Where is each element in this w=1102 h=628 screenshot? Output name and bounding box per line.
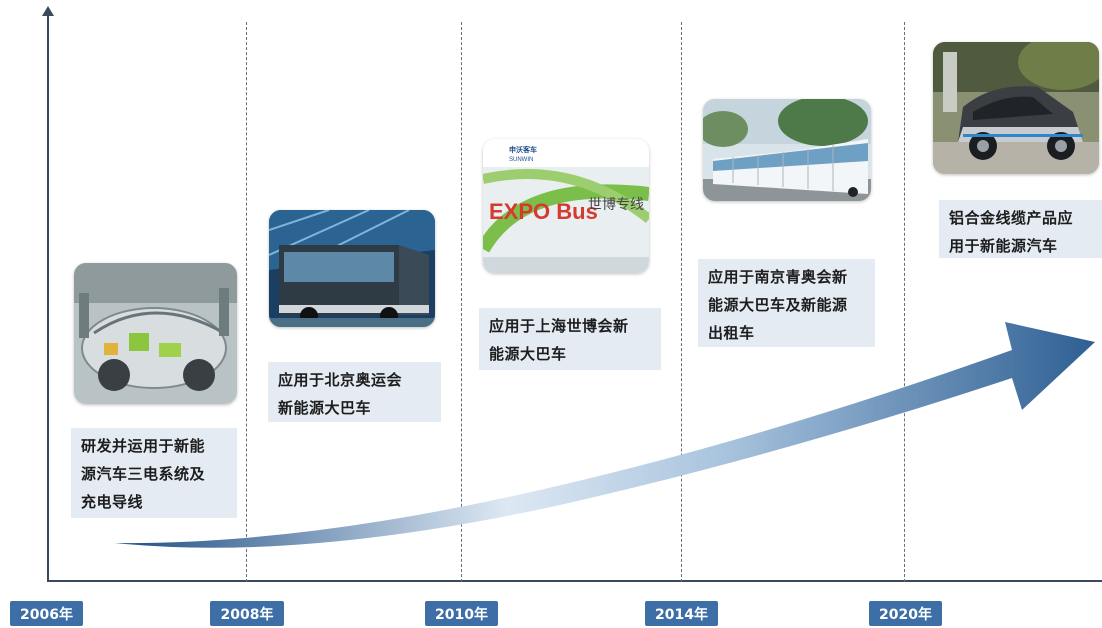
milestone-card-2010: 应用于上海世博会新 能源大巴车: [479, 308, 661, 370]
bmw-i3-photo: [933, 42, 1099, 174]
milestone-text-line: 能源大巴车及新能源: [708, 296, 848, 314]
milestone-text-line: 能源大巴车: [489, 345, 567, 363]
year-badge-2008: 2008年: [210, 601, 284, 626]
milestone-text-line: 用于新能源汽车: [949, 237, 1058, 255]
year-badge-2010: 2010年: [425, 601, 498, 626]
horizontal-axis: [47, 580, 1102, 582]
milestone-text-line: 应用于北京奥运会: [278, 371, 403, 389]
bus-slogan-text: EXPO Bus: [489, 199, 598, 224]
beijing-olympic-bus-photo: [269, 210, 435, 327]
milestone-text-line: 应用于南京青奥会新: [708, 268, 848, 286]
milestone-text-line: 铝合金线缆产品应: [949, 209, 1074, 227]
milestone-text-line: 研发并运用于新能: [81, 437, 206, 455]
divider-2020: [904, 22, 905, 582]
milestone-text-line: 充电导线: [81, 493, 144, 511]
vertical-axis: [47, 14, 49, 582]
milestone-text-line: 新能源大巴车: [278, 399, 372, 417]
year-badge-2020: 2020年: [869, 601, 942, 626]
bus-brand-en-text: SUNWIN: [509, 157, 533, 163]
year-badge-2006: 2006年: [10, 601, 83, 626]
vertical-axis-arrowhead: [42, 6, 54, 16]
milestone-card-2020: 铝合金线缆产品应 用于新能源汽车: [939, 200, 1102, 258]
nanjing-bus-fleet-photo: [703, 99, 871, 201]
electric-car-chassis-photo: [74, 263, 237, 404]
divider-2008: [246, 22, 247, 582]
milestone-text-line: 出租车: [708, 324, 755, 342]
milestone-card-2008: 应用于北京奥运会 新能源大巴车: [268, 362, 441, 422]
divider-2010: [461, 22, 462, 582]
bus-brand-text: 申沃客车: [509, 145, 537, 154]
bus-route-text: 世博专线: [588, 196, 644, 213]
milestone-text-line: 应用于上海世博会新: [489, 317, 629, 335]
milestone-card-2006: 研发并运用于新能 源汽车三电系统及 充电导线: [71, 428, 237, 518]
year-badge-2014: 2014年: [645, 601, 718, 626]
milestone-text-line: 源汽车三电系统及: [81, 465, 206, 483]
divider-2014: [681, 22, 682, 582]
expo-bus-photo: 申沃客车 SUNWIN EXPO Bus 世博专线: [483, 139, 649, 273]
milestone-card-2014: 应用于南京青奥会新 能源大巴车及新能源 出租车: [698, 259, 875, 347]
